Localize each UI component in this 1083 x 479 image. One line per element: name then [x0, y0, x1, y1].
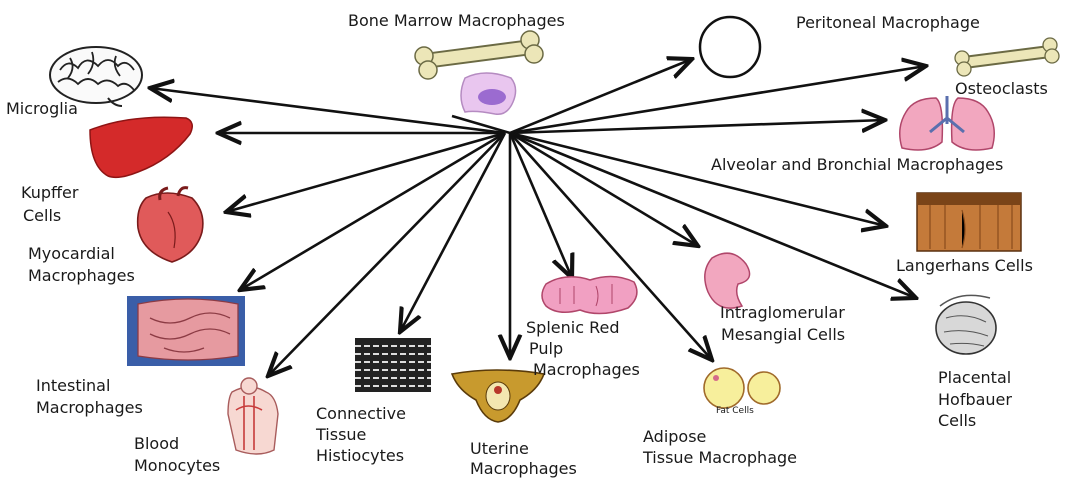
arrow-myocardial [226, 133, 505, 212]
lungs-icon [900, 96, 995, 150]
label-uterine-line2: Macrophages [470, 458, 577, 479]
label-alveolar: Alveolar and Bronchial Macrophages [711, 154, 1003, 175]
intestines-icon [127, 296, 245, 366]
label-adipose-line1: Adipose [643, 426, 706, 447]
arrow-osteoclasts [510, 66, 926, 133]
skin-section-icon [917, 193, 1021, 251]
body-circulation-icon [228, 378, 278, 454]
arrow-intestinal [240, 133, 505, 290]
arrow-alveolar [510, 120, 885, 133]
label-myocardial-line2: Macrophages [28, 265, 135, 286]
label-adipose-line2: Tissue Macrophage [643, 447, 797, 468]
small-bone-icon [955, 38, 1059, 76]
label-intestinal-line1: Intestinal [36, 375, 110, 396]
label-connective-line3: Histiocytes [316, 445, 404, 466]
label-kupffer-line1: Kupffer [21, 182, 78, 203]
arrow-microglia [150, 88, 505, 133]
label-osteoclasts: Osteoclasts [955, 78, 1048, 99]
label-connective-line2: Tissue [316, 424, 366, 445]
label-uterine-line1: Uterine [470, 438, 529, 459]
label-splenic-line3: Macrophages [533, 359, 640, 380]
kidney-icon [705, 253, 750, 308]
liver-icon [90, 117, 192, 177]
connective-tissue-icon [355, 338, 431, 392]
circle-outline-icon [700, 17, 760, 77]
label-microglia: Microglia [6, 98, 78, 119]
spleen-icon [542, 276, 637, 313]
label-placental-line2: Hofbauer [938, 389, 1012, 410]
label-langerhans: Langerhans Cells [896, 255, 1033, 276]
fat-cells-icon [704, 368, 780, 408]
label-splenic-line1: Splenic Red [526, 317, 619, 338]
label-splenic-line2: Pulp [529, 338, 563, 359]
label-intraglomerular-line2: Mesangial Cells [721, 324, 845, 345]
bone-icon [415, 31, 543, 79]
arrow-intraglomerular [510, 133, 698, 246]
label-peritoneal: Peritoneal Macrophage [796, 12, 980, 33]
label-kupffer-line2: Cells [23, 205, 61, 226]
arrow-langerhans [510, 133, 886, 226]
bone-marrow-cell-icon [461, 73, 516, 114]
label-fat-cells: Fat Cells [716, 406, 754, 417]
label-intraglomerular-line1: Intraglomerular [720, 302, 845, 323]
heart-icon [138, 188, 203, 262]
label-intestinal-line2: Macrophages [36, 397, 143, 418]
label-placental-line1: Placental [938, 367, 1011, 388]
placenta-icon [936, 295, 996, 354]
label-myocardial-line1: Myocardial [28, 243, 115, 264]
label-blood-line2: Monocytes [134, 455, 220, 476]
arrow-peritoneal [510, 59, 692, 133]
uterus-icon [452, 370, 544, 422]
label-blood-line1: Blood [134, 433, 179, 454]
label-placental-line3: Cells [938, 410, 976, 431]
label-connective-line1: Connective [316, 403, 406, 424]
label-bone-marrow: Bone Marrow Macrophages [348, 10, 565, 31]
